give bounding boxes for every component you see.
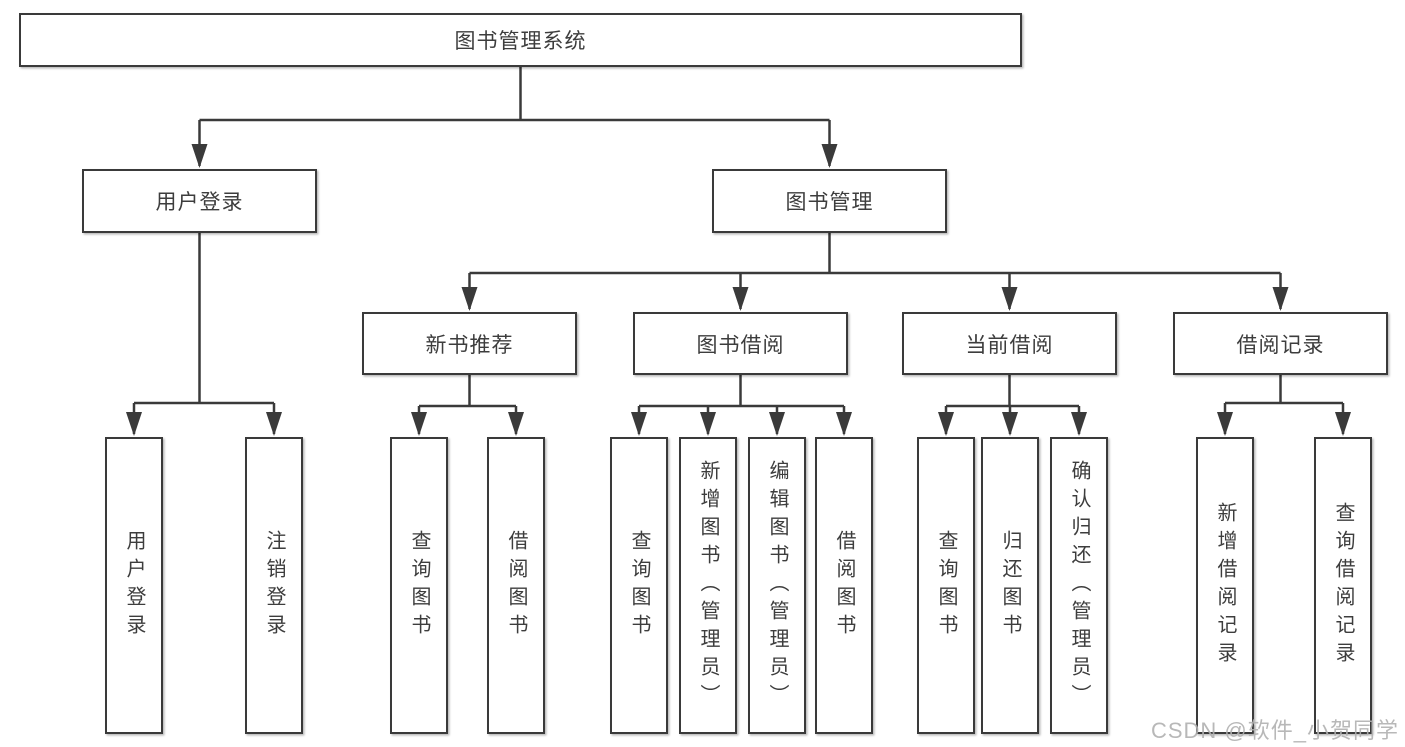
node-leaf-edit-books-admin: 编辑图书（管理员）: [748, 437, 806, 734]
node-label: 编辑图书（管理员）: [766, 459, 788, 712]
connector-borrow-records-to-leaves: [1217, 375, 1351, 436]
node-user-login: 用户登录: [82, 169, 317, 233]
node-leaf-user-login: 用户登录: [105, 437, 163, 734]
node-label: 注销登录: [263, 529, 285, 642]
node-leaf-query-borrow-record: 查询借阅记录: [1314, 437, 1372, 734]
node-new-book-recommend: 新书推荐: [362, 312, 577, 375]
node-label: 查询图书: [935, 529, 957, 642]
node-leaf-add-books-admin: 新增图书（管理员）: [679, 437, 737, 734]
node-label: 新增借阅记录: [1214, 501, 1236, 670]
node-label: 确认归还（管理员）: [1068, 459, 1090, 712]
csdn-watermark: CSDN @软件_小贺同学: [1150, 718, 1399, 743]
node-label: 用户登录: [123, 529, 145, 642]
node-label: 图书管理系统: [454, 30, 587, 53]
node-label: 用户登录: [155, 191, 244, 214]
node-label: 图书借阅: [696, 333, 785, 357]
connector-book-borrow-to-leaves: [631, 375, 852, 436]
node-current-borrowing: 当前借阅: [902, 312, 1117, 375]
node-leaf-add-borrow-record: 新增借阅记录: [1196, 437, 1254, 734]
node-label: 新增图书（管理员）: [697, 459, 719, 712]
node-leaf-return-books: 归还图书: [981, 437, 1039, 734]
connector-root-to-level2: [191, 67, 838, 168]
node-leaf-logout: 注销登录: [245, 437, 303, 734]
node-label: 借阅记录: [1236, 333, 1325, 357]
node-label: 当前借阅: [965, 333, 1054, 357]
node-label: 查询图书: [408, 529, 430, 642]
node-label: 查询图书: [628, 529, 650, 642]
connector-current-borrow-to-leaves: [938, 375, 1087, 436]
node-leaf-query-books-recommend: 查询图书: [390, 437, 448, 734]
node-label: 借阅图书: [505, 529, 527, 642]
connector-book-mgmt-to-level3: [461, 233, 1289, 311]
node-borrowing-records: 借阅记录: [1173, 312, 1388, 375]
node-leaf-query-books-borrow: 查询图书: [610, 437, 668, 734]
node-leaf-confirm-return-admin: 确认归还（管理员）: [1050, 437, 1108, 734]
node-root-system: 图书管理系统: [19, 13, 1022, 67]
node-leaf-borrow-books-recommend: 借阅图书: [487, 437, 545, 734]
node-book-management: 图书管理: [712, 169, 947, 233]
connector-user-login-to-leaves: [126, 233, 282, 436]
node-label: 图书管理: [785, 191, 874, 214]
node-leaf-borrow-books: 借阅图书: [815, 437, 873, 734]
node-label: 新书推荐: [425, 333, 514, 357]
node-label: 归还图书: [999, 529, 1021, 642]
node-book-borrowing: 图书借阅: [633, 312, 848, 375]
node-leaf-query-books-current: 查询图书: [917, 437, 975, 734]
node-label: 查询借阅记录: [1332, 501, 1354, 670]
connector-new-book-to-leaves: [411, 375, 524, 436]
node-label: 借阅图书: [833, 529, 855, 642]
